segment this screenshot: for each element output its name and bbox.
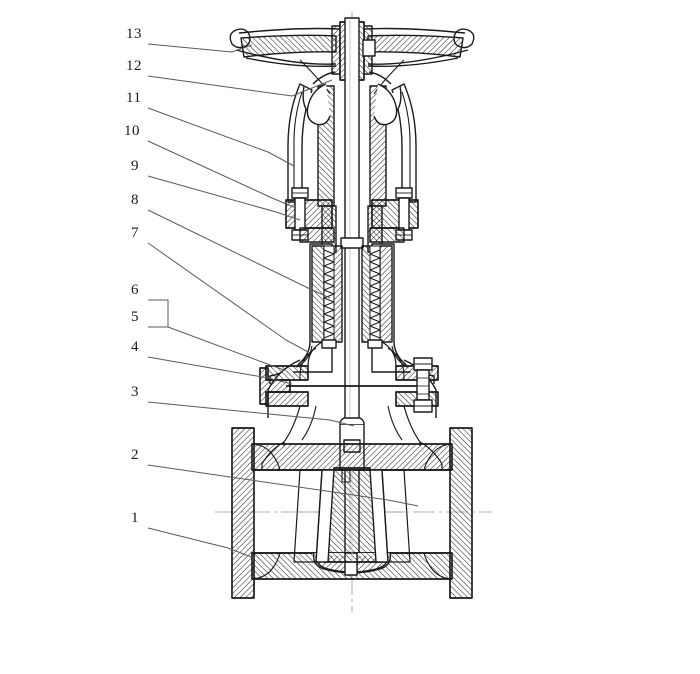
callout-label-5: 5: [131, 309, 139, 325]
leader-3: [147, 401, 355, 427]
leader-bracket-6-5: [148, 299, 169, 328]
callout-label-12: 12: [126, 58, 142, 74]
callout-label-13: 13: [126, 26, 142, 42]
callout-label-6: 6: [131, 282, 139, 298]
callout-label-11: 11: [126, 90, 142, 106]
callout-label-2: 2: [131, 447, 139, 463]
bonnet-body-flange: [259, 341, 439, 446]
leader-13: [147, 43, 253, 53]
callout-label-7: 7: [131, 225, 139, 241]
leader-1: [147, 527, 255, 559]
callout-label-8: 8: [131, 192, 139, 208]
leader-12: [147, 75, 333, 97]
leader-5: [167, 326, 285, 371]
leader-10: [147, 140, 297, 209]
leader-2: [147, 464, 419, 507]
callout-label-4: 4: [131, 339, 139, 355]
gate-wedge: [293, 467, 411, 563]
leader-8: [147, 209, 331, 299]
callout-label-9: 9: [131, 158, 139, 174]
packing-rings-left: [323, 245, 335, 343]
packing-rings-right: [369, 245, 381, 343]
leader-4: [147, 356, 293, 385]
stuffing-box: [289, 243, 415, 373]
leader-7: [147, 242, 309, 353]
leader-9: [147, 175, 301, 221]
callout-label-10: 10: [124, 123, 140, 139]
bonnet-flange-bolt: [413, 357, 433, 413]
callout-label-3: 3: [131, 384, 139, 400]
leader-11: [147, 107, 295, 167]
callout-leader-lines: [147, 43, 419, 559]
callout-label-1: 1: [131, 510, 139, 526]
